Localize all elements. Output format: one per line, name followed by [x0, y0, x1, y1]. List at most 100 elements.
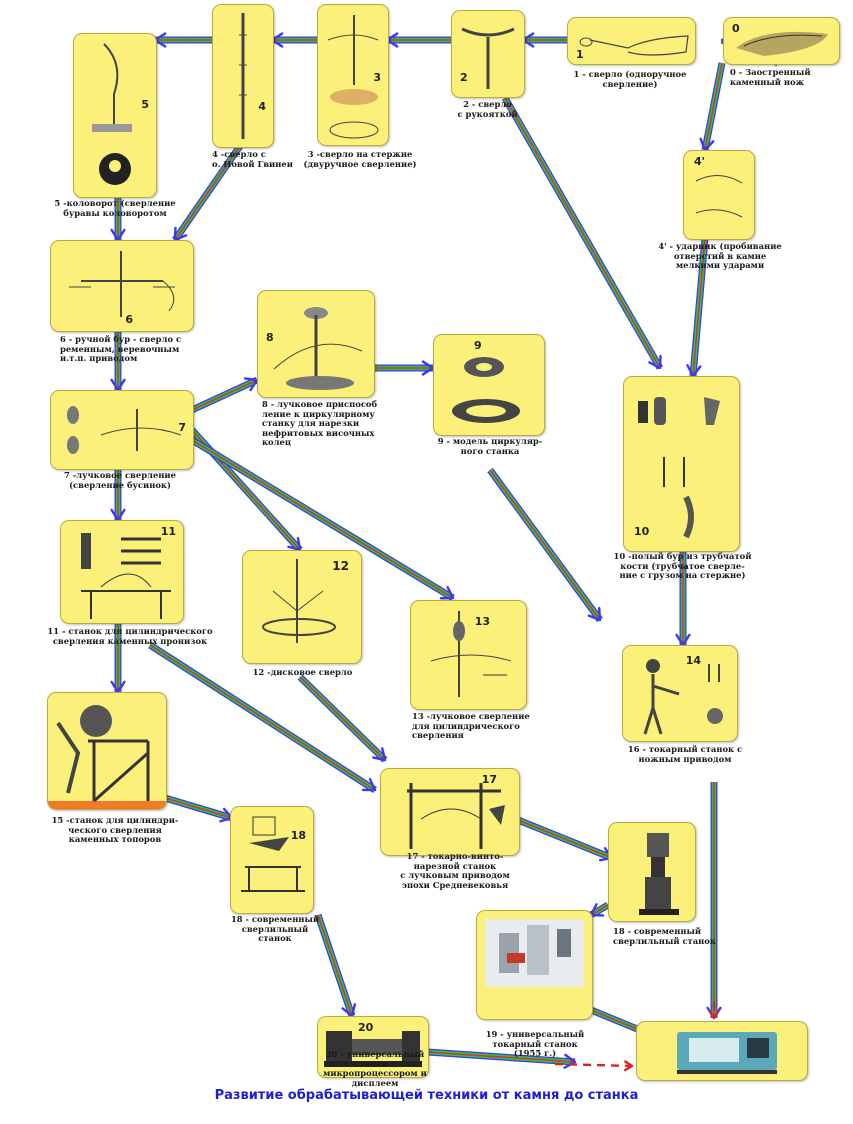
node-5-brace: 5: [73, 33, 157, 198]
node-12-disc-drill: 12: [242, 550, 362, 664]
stone-knife-illustration: [736, 31, 828, 56]
node-15-axe-drilling-machine: 17: [380, 768, 520, 856]
hollow-drill-illustration: [638, 397, 720, 539]
modern-drill-illustration: [639, 833, 679, 915]
edge-16-to-17: [163, 794, 234, 823]
edge-0-to-4p: [699, 62, 726, 152]
node-number: 5: [141, 98, 149, 111]
node-number: 1: [576, 48, 584, 61]
node-number: 13: [474, 615, 490, 628]
node-number: 20: [358, 1021, 374, 1034]
node-1-caption: 1 - сверло (одноручное сверление): [573, 69, 687, 89]
edge-5-to-6: [110, 196, 126, 242]
edge-9-to-14: [487, 467, 603, 623]
node-8-caption: 8 - лучковое приспособ ление к циркулярн…: [262, 399, 378, 448]
node-2-caption: 2 - сверло с рукояткой: [457, 99, 518, 119]
node-3-caption: 3 -сверло на стержне (двуручное сверлени…: [303, 149, 417, 169]
node-number: 12: [332, 559, 349, 573]
hand-drill-illustration: [579, 35, 689, 56]
node-19-universal-lathe: 20: [317, 1016, 429, 1078]
node-11-cylindrical-machine: 11: [60, 520, 184, 624]
node-5-caption: 5 -коловорот (сверление буравы коловорот…: [54, 198, 176, 218]
node-7-bow-drilling: 7: [50, 390, 194, 470]
drill-handle-illustration: [461, 27, 515, 89]
edge-2-to-10: [501, 96, 664, 370]
brace-illustration: [92, 43, 132, 185]
node-6-hand-drill: 6: [50, 240, 194, 332]
node-8-bow-fixture: 8: [257, 290, 375, 398]
node-4prime-striker: 4': [683, 150, 755, 240]
node-11-caption: 11 - станок для цилиндрического сверлени…: [47, 626, 213, 646]
node-2-drill-with-handle: 2: [451, 10, 525, 98]
edge-11-to-16: [110, 622, 126, 694]
node-number: 6: [125, 313, 133, 326]
egypt-drill-illustration: [643, 659, 723, 735]
node-19-caption: 20 - универсальный станок с микропроцесс…: [323, 1049, 427, 1088]
cylindrical-machine-illustration: [81, 533, 171, 619]
node-13-bow-cylindrical: 13: [410, 600, 527, 710]
node-15-caption: 17 - токарно-винто- нарезной станок с лу…: [400, 851, 510, 890]
node-7-caption: 7 -лучковое сверление (сверление бусинок…: [64, 470, 176, 490]
node-3-drill-on-rod: 3: [317, 4, 389, 146]
edge-14-to-20: [706, 782, 722, 1020]
node-18b-modern-drill-photo: [476, 910, 593, 1020]
edge-6-to-7: [110, 330, 126, 392]
node-number: 8: [266, 331, 274, 344]
edge-15-to-18: [516, 816, 614, 862]
node-17-caption: 18 - современный сверлильный станок: [230, 914, 320, 944]
node-number: 10: [634, 525, 650, 538]
node-number: 3: [373, 71, 381, 84]
node-number: 4: [258, 100, 266, 113]
edge-11-to-15: [148, 642, 377, 793]
node-18-modern-drill: [608, 822, 696, 922]
edge-19-to-20: [554, 1060, 634, 1072]
node-13-caption: 13 -лучковое сверление для цилиндрическо…: [412, 711, 530, 741]
edge-7-to-13: [190, 437, 455, 601]
edge-14-to-20: [708, 1002, 720, 1020]
node-number: 17: [481, 773, 497, 786]
striker-illustration: [695, 175, 743, 218]
node-number: 11: [160, 525, 176, 538]
node-12-caption: 12 -дисковое сверло: [252, 667, 353, 677]
node-number: 7: [178, 421, 186, 434]
edge-1-to-2: [521, 32, 567, 48]
diagram-title: Развитие обрабатывающей техники от камня…: [214, 1088, 639, 1103]
rod-drill-illustration: [327, 15, 379, 139]
node-number: 9: [474, 339, 482, 352]
edge-3-to-4: [270, 32, 317, 48]
node-number: 14: [685, 654, 701, 667]
node-18b-caption: 19 - универсальный токарный станок (1955…: [485, 1029, 585, 1059]
node-10-caption: 10 -полый бур из трубчатой кости (трубча…: [613, 551, 752, 581]
bow-fixture-illustration: [273, 307, 363, 390]
edge-18-to-18b: [589, 901, 610, 919]
node-17-screw-lathe: 18: [230, 806, 314, 914]
circular-machine-illustration: [452, 357, 520, 423]
edge-17-to-19: [314, 913, 357, 1018]
node-16-foot-lathe: [47, 692, 167, 810]
new-guinea-drill-illustration: [239, 13, 247, 139]
universal-lathe-illustration: [324, 1031, 422, 1067]
edge-8-to-9: [373, 360, 435, 376]
edge-4p-to-10: [686, 237, 709, 378]
node-4prime-caption: 4' - ударник (пробивание отверстий в кам…: [658, 241, 782, 271]
node-0-stone-knife: 0: [723, 17, 840, 65]
bead-drilling-illustration: [67, 406, 182, 454]
cnc-machine-illustration: [677, 1032, 777, 1074]
node-20-cnc-machine: [636, 1021, 808, 1081]
node-9-caption: 9 - модель циркуляр- ного станка: [437, 436, 543, 456]
node-0-caption: 0 - Заостренный каменный нож: [730, 67, 811, 87]
edge-4-to-6: [172, 144, 243, 242]
node-9-circular-model: 9: [433, 334, 545, 436]
node-6-caption: 6 - ручной бур - сверло с ременным, вере…: [60, 334, 182, 364]
axe-machine-illustration: [407, 783, 505, 849]
node-10-hollow-drill: 10: [623, 376, 740, 552]
node-16-caption: 15 -станок для цилиндри- ческого сверлен…: [51, 815, 179, 845]
node-14-caption: 16 - токарный станок с ножным приводом: [627, 744, 743, 764]
edge-4-to-5: [153, 32, 212, 48]
node-14-egypt-drill: 14: [622, 645, 738, 742]
node-1-drill: 1: [567, 17, 696, 65]
modern-drill-photo: [485, 919, 584, 987]
edge-2-to-3: [385, 32, 451, 48]
node-number: 4': [694, 155, 706, 168]
